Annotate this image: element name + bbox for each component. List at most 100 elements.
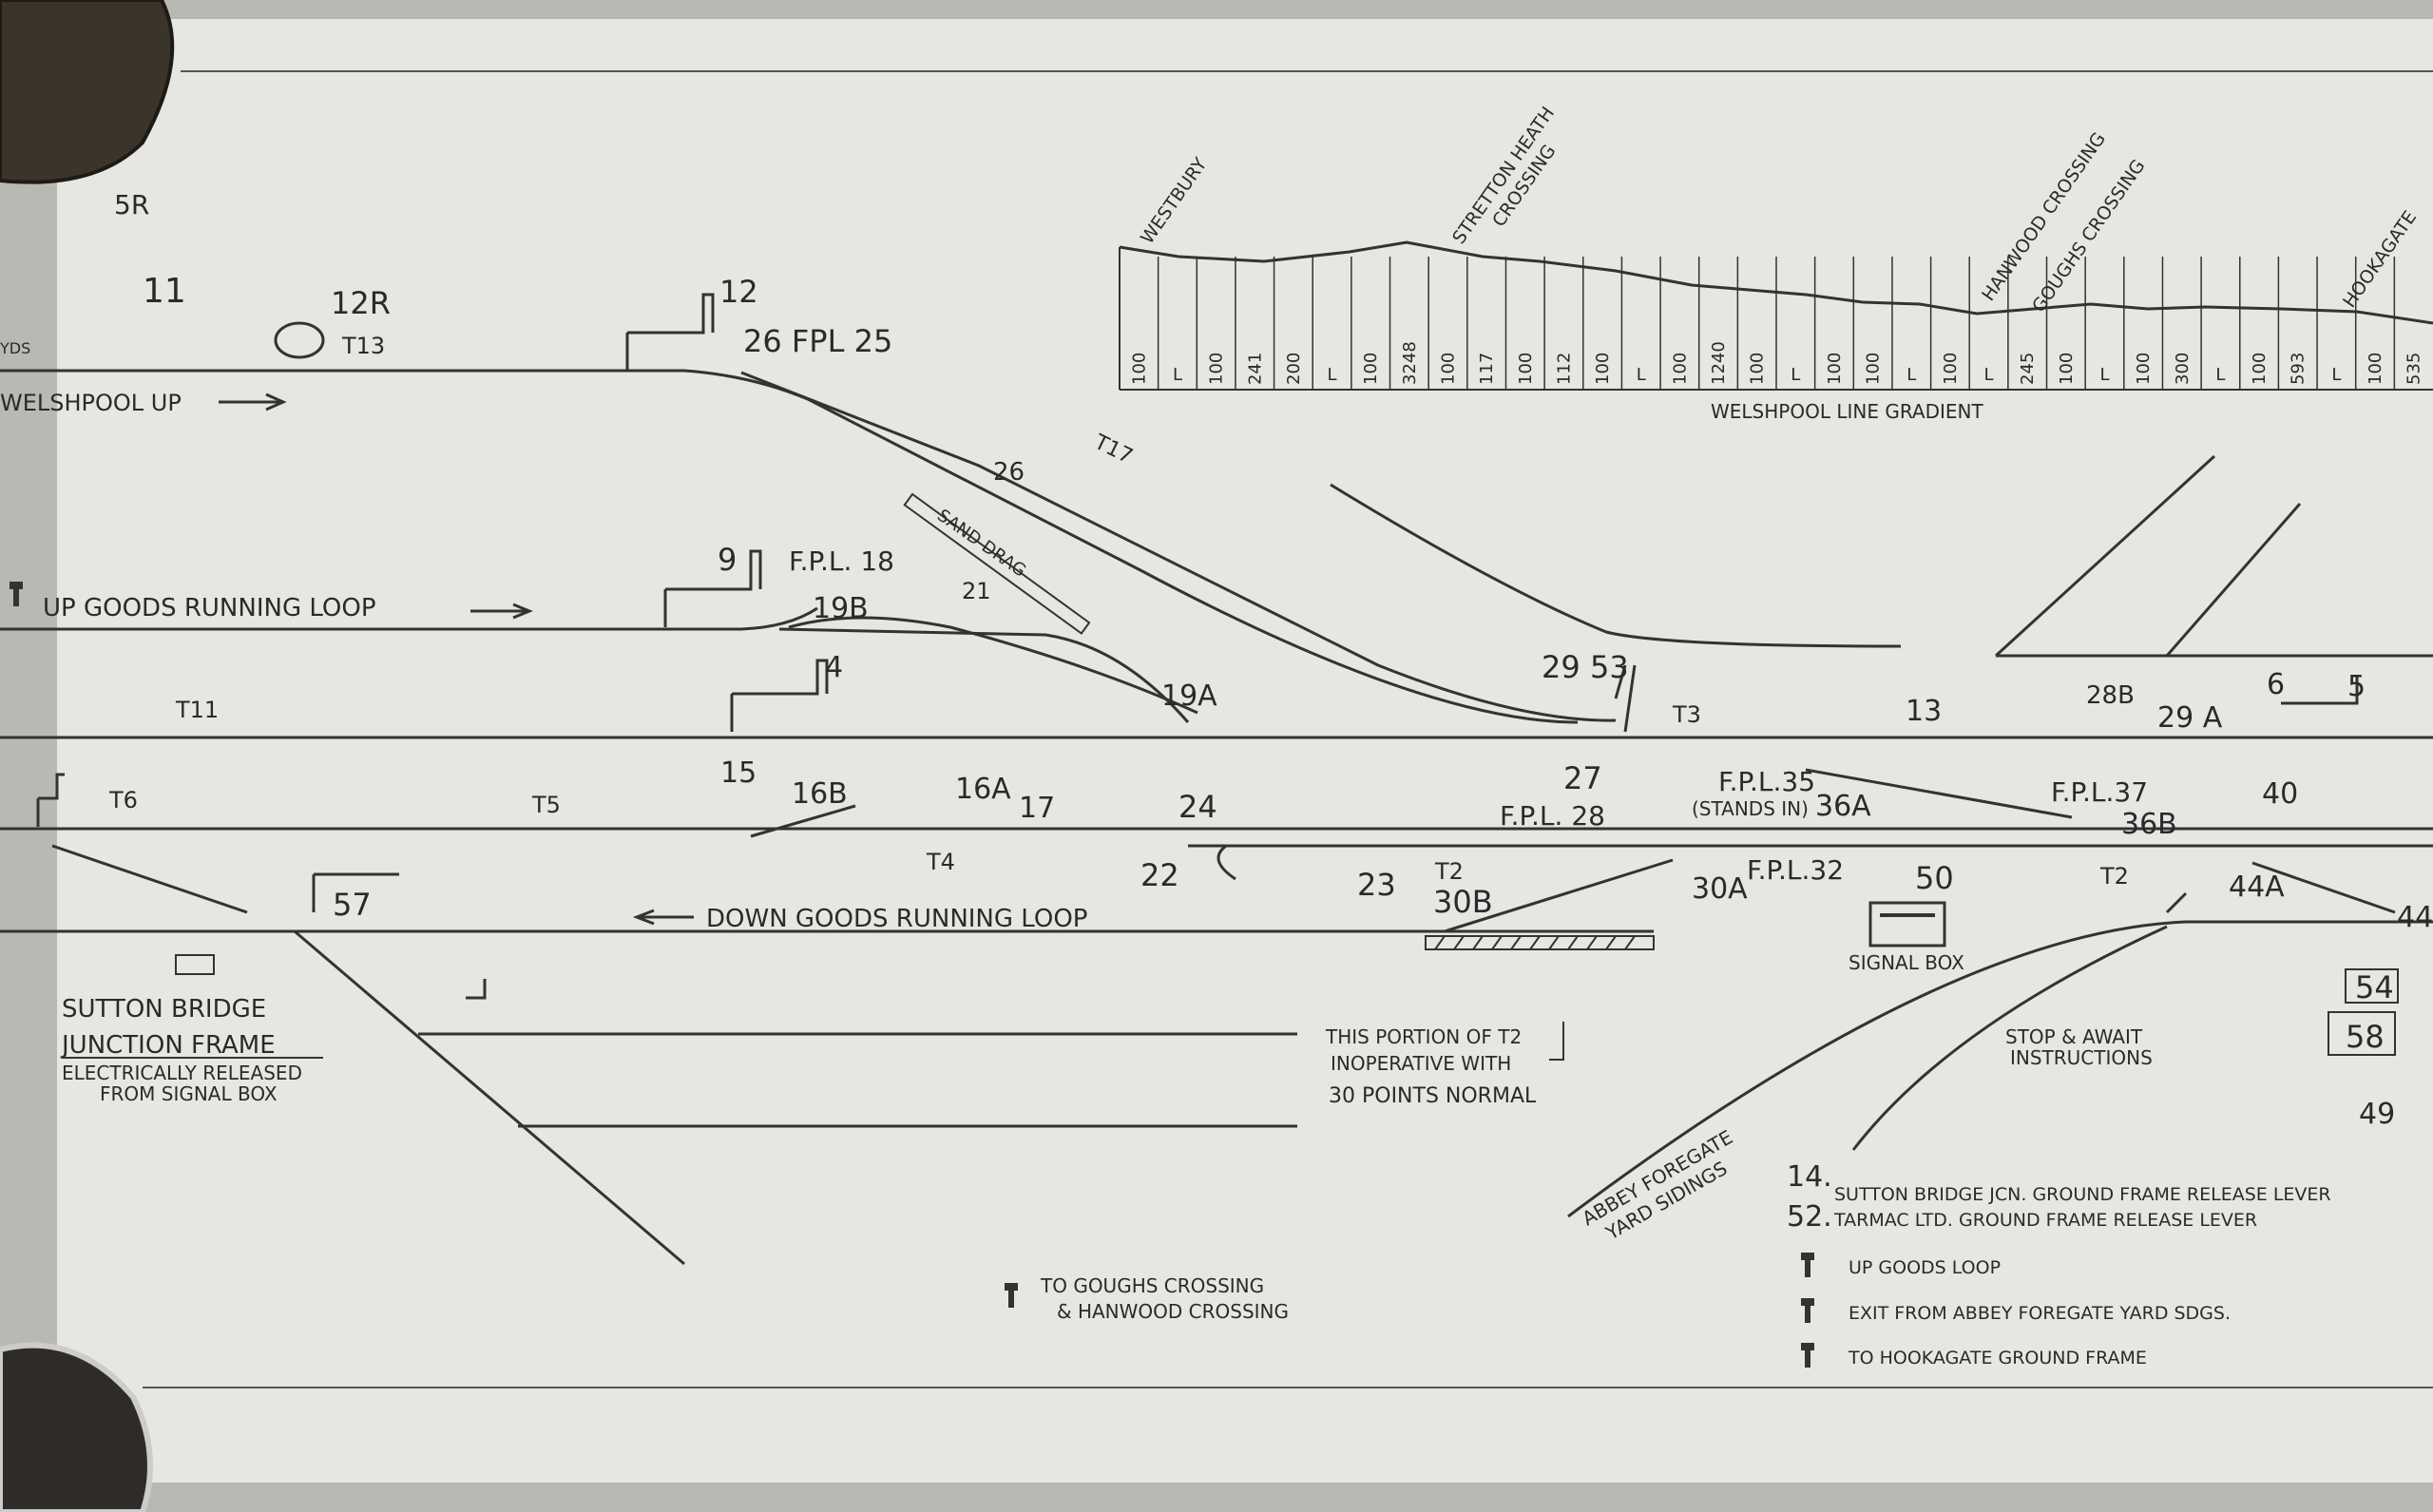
lever-23: 23 <box>1357 867 1396 903</box>
gradient-cell-value: L <box>2331 365 2341 385</box>
gradient-cell-value: L <box>2099 365 2109 385</box>
gradient-cell-value: 100 <box>2057 353 2077 385</box>
note-text-52: TARMAC LTD. GROUND FRAME RELEASE LEVER <box>1833 1210 2257 1231</box>
tc-t11: T11 <box>175 697 219 723</box>
lever-50: 50 <box>1915 860 1954 896</box>
lever-9: 9 <box>718 542 737 578</box>
gradient-cell-value: 100 <box>1864 353 1884 385</box>
lever-22: 22 <box>1140 857 1179 893</box>
gradient-cells: 100 L 100 241 200 L 100 3248 100 117 100 112 100 L 100… <box>1119 257 2424 390</box>
gradient-cell-value: 241 <box>1245 353 1265 385</box>
frame-box <box>175 954 215 975</box>
spur-16 <box>750 804 856 838</box>
disc-12r <box>274 321 325 359</box>
abbey-foregate-line <box>1567 920 2433 1218</box>
note-signal-icons <box>10 582 1814 1368</box>
tc-t2a: T2 <box>1434 858 1464 885</box>
tc-t3: T3 <box>1672 701 1701 728</box>
gradient-cell-value: 100 <box>2366 353 2385 385</box>
lever-fpl-18: F.P.L. 18 <box>789 545 894 577</box>
gradient-cell-value: 112 <box>1554 353 1574 385</box>
label-down-goods-loop: DOWN GOODS RUNNING LOOP <box>706 905 1087 933</box>
gradient-cell-value: 200 <box>1284 353 1304 385</box>
portion-note-3: 30 POINTS NORMAL <box>1329 1084 1537 1108</box>
gradient-caption: WELSHPOOL LINE GRADIENT <box>1711 400 1983 423</box>
up-goods-loop <box>0 606 818 631</box>
gradient-cell-value: 117 <box>1477 353 1497 385</box>
shunt-signal-icon <box>1801 1343 1814 1368</box>
gradient-cell-value: L <box>1906 365 1916 385</box>
sutton-frame-title-1: SUTTON BRIDGE <box>62 995 266 1024</box>
loop-to-main <box>778 627 1190 723</box>
gradient-cell-value: 3248 <box>1400 341 1420 385</box>
arrow-right-icon <box>219 392 287 411</box>
lever-fpl-28: F.P.L. 28 <box>1500 800 1605 832</box>
t17-crossover <box>740 371 1617 722</box>
stop-note-2: INSTRUCTIONS <box>2010 1046 2153 1069</box>
gradient-cell-value: 1240 <box>1709 341 1729 385</box>
sand-drag <box>903 492 1091 635</box>
gradient-cell-value: 100 <box>1748 353 1768 385</box>
shunt-signal-icon <box>1005 1283 1018 1308</box>
tc-t13: T13 <box>341 333 385 359</box>
lever-29a: 29 A <box>2157 701 2223 735</box>
lever-44: 44 <box>2397 901 2433 934</box>
lever-30b: 30B <box>1433 884 1493 920</box>
shunt-signal-icon <box>1801 1298 1814 1323</box>
lever-27: 27 <box>1563 760 1602 796</box>
tc-t5: T5 <box>531 792 561 818</box>
lever-12r: 12R <box>331 285 391 321</box>
sutton-branch <box>294 929 685 1266</box>
gradient-cell-value: L <box>1173 365 1182 385</box>
up-line-curve <box>1330 483 1902 648</box>
abbey-foregate-line-2 <box>1851 925 2168 1151</box>
gradient-cell-value: 100 <box>1129 353 1149 385</box>
paper-sheet <box>57 19 2433 1483</box>
box-54 <box>2345 968 2399 1004</box>
lever-58: 58 <box>2346 1019 2385 1055</box>
shunt-signal-icon <box>10 582 23 606</box>
gradient-cell-value: 100 <box>1361 353 1381 385</box>
gradient-cell-value: 100 <box>1516 353 1536 385</box>
note-text-14: SUTTON BRIDGE JCN. GROUND FRAME RELEASE … <box>1834 1184 2331 1205</box>
arrow-left-icon <box>632 909 694 926</box>
gradient-cell-value: 100 <box>1439 353 1459 385</box>
spur-19 <box>788 616 1198 715</box>
lever-5r: 5R <box>114 189 149 220</box>
gradient-cell-value: L <box>1984 365 1994 385</box>
sutton-frame-sub-2: FROM SIGNAL BOX <box>100 1082 278 1105</box>
corner-clip-bottom <box>0 1342 153 1512</box>
siding-1 <box>1994 454 2216 658</box>
yds-label: YDS <box>0 339 30 357</box>
lever-40: 40 <box>2262 777 2298 811</box>
lever-12: 12 <box>719 274 758 310</box>
lever-54: 54 <box>2355 969 2394 1005</box>
t2-hatch-lines <box>1434 935 1636 950</box>
portion-note-1: THIS PORTION OF T2 <box>1325 1025 1522 1048</box>
note-to-hookagate: TO HOOKAGATE GROUND FRAME <box>1848 1348 2147 1368</box>
lever-17: 17 <box>1019 792 1055 825</box>
shunt-signal-icon <box>1801 1253 1814 1277</box>
portion-note-2: INOPERATIVE WITH <box>1331 1052 1511 1075</box>
lever-53: 53 <box>1590 649 1629 685</box>
note-up-goods-loop: UP GOODS LOOP <box>1849 1257 2001 1278</box>
lever-fpl-32: F.P.L.32 <box>1747 854 1844 886</box>
gradient-cell-value: 100 <box>2134 353 2154 385</box>
lever-28b: 28B <box>2086 681 2135 710</box>
tc-t4: T4 <box>926 849 955 875</box>
lever-5: 5 <box>2347 670 2366 703</box>
sutton-frame-title-2: JUNCTION FRAME <box>60 1031 276 1060</box>
note-exit-abbey: EXIT FROM ABBEY FOREGATE YARD SDGS. <box>1849 1303 2231 1324</box>
lever-19a: 19A <box>1161 679 1217 713</box>
running-lines <box>0 369 2433 1266</box>
sutton-frame-sub-1: ELECTRICALLY RELEASED <box>62 1062 302 1084</box>
label-up-goods-loop: UP GOODS RUNNING LOOP <box>43 594 376 622</box>
gradient-cell-value: L <box>1637 365 1646 385</box>
note-num-14: 14. <box>1787 1160 1832 1194</box>
signal-box-icon <box>1868 901 1946 947</box>
lever-19b: 19B <box>813 592 869 625</box>
label-welshpool-up: WELSHPOOL UP <box>0 390 182 416</box>
tc-t2b: T2 <box>2099 863 2129 890</box>
lever-4: 4 <box>825 651 843 684</box>
arrow-right-icon <box>470 603 533 620</box>
